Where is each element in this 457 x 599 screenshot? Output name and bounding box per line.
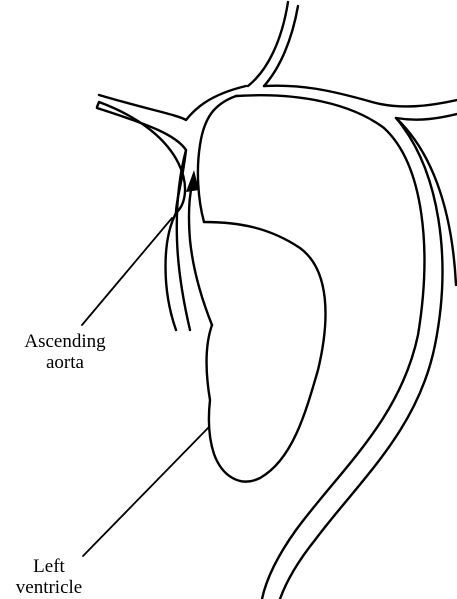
right-branch-vessel (396, 114, 457, 285)
left-ventricle-outline (204, 222, 325, 482)
ascending-aorta-label-line1: Ascending (6, 331, 124, 352)
left-ventricle-label: Left ventricle (4, 556, 94, 598)
left-branch-vessel-lower (97, 108, 186, 213)
left-ventricle-label-line1: Left (4, 556, 94, 577)
descending-aorta-inner (236, 95, 424, 599)
top-vessel-right-wall (264, 6, 298, 86)
descending-aorta-outer (280, 118, 442, 599)
ascending-aorta-label: Ascending aorta (6, 331, 124, 373)
left-ventricle-leader-line (83, 428, 208, 556)
left-ventricle-label-line2: ventricle (4, 577, 94, 598)
ascending-aorta-label-line2: aorta (6, 352, 124, 373)
aortic-arch-inner (198, 96, 236, 222)
top-vessel-left-wall (248, 2, 288, 86)
ascending-aorta-leader-line (82, 218, 172, 325)
